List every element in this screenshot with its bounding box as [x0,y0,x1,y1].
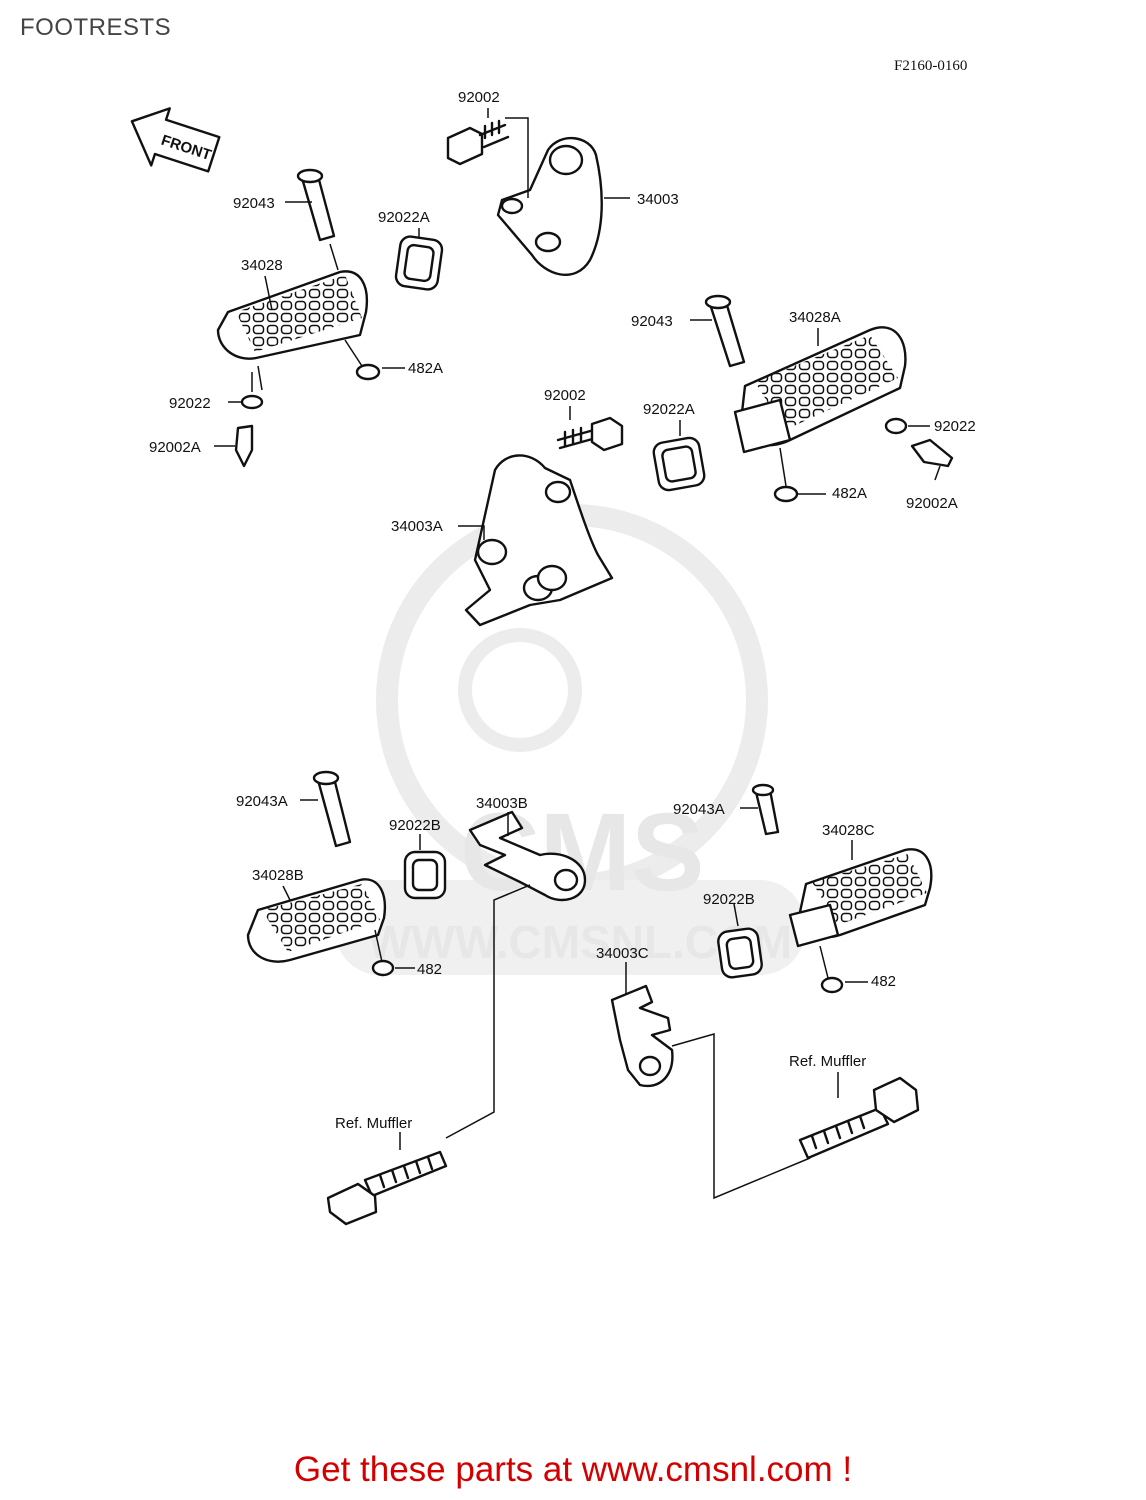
bolt-92002-mid [556,416,624,452]
diagram-code: F2160-0160 [894,58,968,74]
callout-92022b: 92022B [703,891,755,908]
callout-482: 482 [417,961,442,978]
callout-92022b: 92022B [389,817,441,834]
page-title: FOOTRESTS [20,14,172,41]
footpeg-34028b [246,878,387,963]
callout-92022a: 92022A [378,209,430,226]
spring-92022b-lr [717,927,763,979]
washer-482-ll [371,959,395,977]
callout-34028: 34028 [241,257,283,274]
callout-34028b: 34028B [252,867,304,884]
callout-34028c: 34028C [822,822,875,839]
callout-92022: 92022 [169,395,211,412]
callout-482a: 482A [832,485,867,502]
callout-92043: 92043 [233,195,275,212]
spring-92022a-mid [652,436,706,492]
bracket-34003a [464,454,614,627]
promo-banner[interactable]: Get these parts at www.cmsnl.com ! [293,1450,853,1489]
callout-92022a: 92022A [643,401,695,418]
spring-92022-ur [884,417,908,435]
callout-482a: 482A [408,360,443,377]
bracket-34003b [468,810,587,902]
footpeg-34028c [788,848,933,948]
callout-34003a: 34003A [391,518,443,535]
washer-482a-ul [355,363,381,381]
spring-92022-ul [240,394,264,410]
callout-92043: 92043 [631,313,673,330]
callout-34003b: 34003B [476,795,528,812]
callout-labels: 92002 34003 92043 92022A 34028 482A 9202… [149,89,976,1132]
footpeg-34028 [216,270,369,360]
callout-92002: 92002 [458,89,500,106]
callout-92002: 92002 [544,387,586,404]
leader-lines [214,108,941,1200]
callout-34028a: 34028A [789,309,841,326]
pin-92002a-ul [234,424,254,468]
bolt-92002-top [446,119,510,166]
callout-92002a: 92002A [149,439,201,456]
bracket-34003 [496,136,603,276]
callout-92002a: 92002A [906,495,958,512]
callout-92022: 92022 [934,418,976,435]
callout-482: 482 [871,973,896,990]
spring-92022a-ul [394,235,444,291]
washer-482-lr [820,976,844,994]
pin-92043-ur [704,294,746,368]
callout-ref-muffler-left: Ref. Muffler [335,1115,412,1132]
pin-92043-ul [296,168,336,242]
callout-34003c: 34003C [596,945,649,962]
front-arrow: FRONT [130,107,221,173]
footpeg-34028a [733,326,907,454]
pin-92002a-ur [910,438,954,468]
spring-92022b-ll [403,850,447,900]
callout-ref-muffler-right: Ref. Muffler [789,1053,866,1070]
callout-34003: 34003 [637,191,679,208]
pin-92043a-ll [312,770,352,848]
bracket-34003c [610,984,674,1088]
washer-482a-ur [773,485,799,503]
bolt-muffler-right [798,1076,920,1160]
callout-92043a: 92043A [236,793,288,810]
pin-92043a-lr [751,783,780,836]
bolt-muffler-left [326,1150,448,1226]
callout-92043a: 92043A [673,801,725,818]
